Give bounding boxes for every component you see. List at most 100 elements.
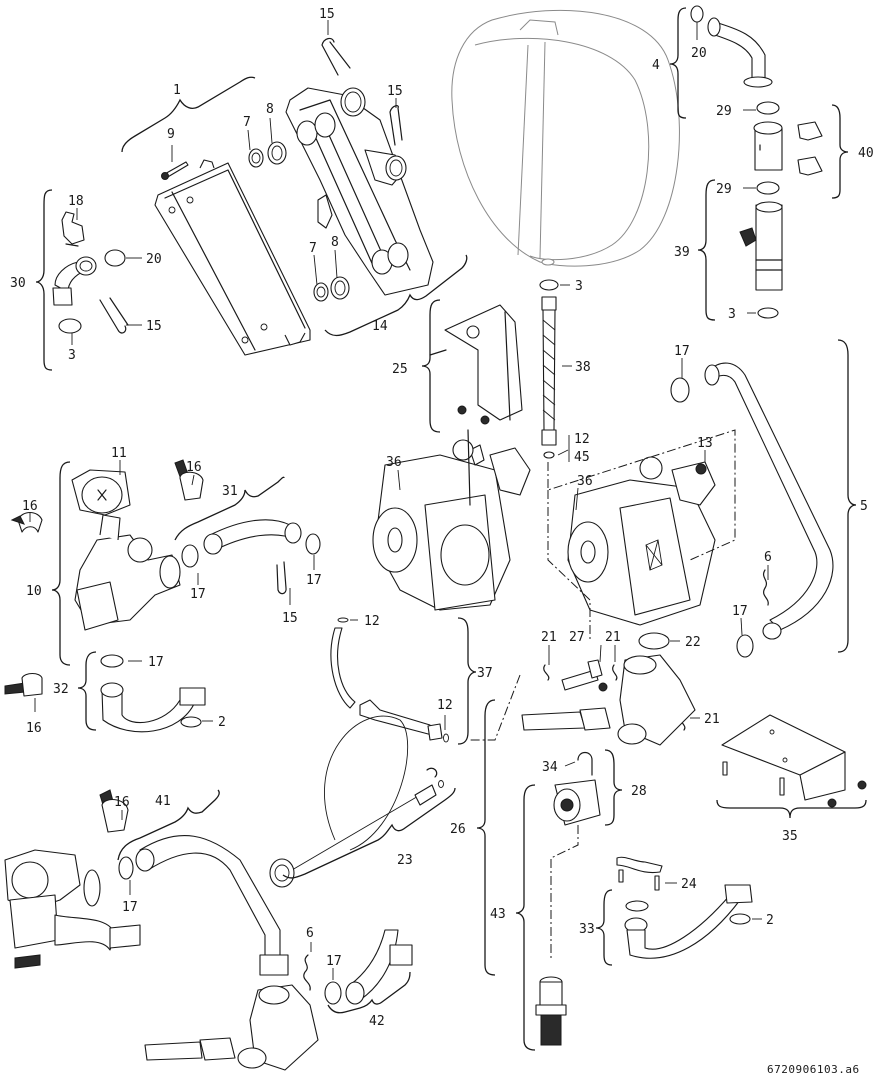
callout-7: 7 — [243, 115, 251, 130]
manifold-fitting-lower — [144, 984, 319, 1071]
diverter-motor — [71, 469, 131, 516]
clip-6-left — [303, 954, 311, 991]
callout-29: 29 — [716, 182, 732, 197]
callout-17: 17 — [122, 900, 138, 915]
callout-31: 31 — [222, 484, 238, 499]
callout-5: 5 — [860, 499, 868, 514]
callout-13: 13 — [697, 436, 713, 451]
pressure-gauge — [269, 715, 444, 888]
fill-valve-39 — [739, 201, 783, 291]
callout-45: 45 — [574, 450, 590, 465]
clip-16-a — [10, 511, 43, 533]
diverter-valve-lower — [4, 849, 141, 969]
callout-15: 15 — [387, 84, 403, 99]
callout-40: 40 — [858, 146, 874, 161]
pipe-37 — [330, 617, 449, 743]
assembly-line-pump — [547, 429, 736, 561]
callout-29: 29 — [716, 104, 732, 119]
gasket-17-42 — [324, 981, 342, 1005]
callout-9: 9 — [167, 127, 175, 142]
callout-15: 15 — [146, 319, 162, 334]
gasket-20-left — [104, 249, 126, 267]
callout-39: 39 — [674, 245, 690, 260]
callout-8: 8 — [266, 102, 274, 117]
callout-1: 1 — [173, 83, 181, 98]
callout-17: 17 — [148, 655, 164, 670]
callout-35: 35 — [782, 829, 798, 844]
pipe-32 — [100, 654, 206, 733]
callout-12: 12 — [364, 614, 380, 629]
callout-30: 30 — [10, 276, 26, 291]
pipe-33 — [624, 884, 753, 959]
clip-6-right — [762, 569, 769, 606]
pipe-41 — [118, 835, 289, 976]
callout-17: 17 — [326, 954, 342, 969]
callout-12: 12 — [437, 698, 453, 713]
flexible-hose — [541, 296, 557, 459]
leader-lines — [29, 20, 769, 980]
callout-labels: 1 9 7 8 7 8 15 15 14 18 20 30 15 3 20 4 … — [10, 7, 874, 1076]
bracket-24 — [616, 856, 663, 891]
screw-part-9 — [161, 161, 189, 180]
callout-2: 2 — [218, 715, 226, 730]
gasket-29-top — [756, 101, 780, 115]
callout-12: 12 — [574, 432, 590, 447]
callout-36: 36 — [577, 474, 593, 489]
callout-8: 8 — [331, 235, 339, 250]
elbow-fitting-30 — [52, 256, 97, 306]
callout-15: 15 — [319, 7, 335, 22]
callout-17: 17 — [306, 573, 322, 588]
callout-43: 43 — [490, 907, 506, 922]
callout-21: 21 — [605, 630, 621, 645]
callout-33: 33 — [579, 922, 595, 937]
callout-7: 7 — [309, 241, 317, 256]
callout-17: 17 — [674, 344, 690, 359]
callout-2: 2 — [766, 913, 774, 928]
mounting-bracket — [721, 714, 867, 808]
assembly-line-37 — [470, 674, 521, 741]
callout-17: 17 — [190, 587, 206, 602]
pump-right — [567, 456, 716, 626]
clip-16-c — [4, 672, 43, 697]
callout-41: 41 — [155, 794, 171, 809]
assembly-line-43 — [550, 825, 579, 960]
callout-23: 23 — [397, 853, 413, 868]
expansion-vessel — [451, 9, 680, 267]
callout-28: 28 — [631, 784, 647, 799]
callout-11: 11 — [111, 446, 127, 461]
callout-16: 16 — [26, 721, 42, 736]
callout-14: 14 — [372, 319, 388, 334]
callout-3: 3 — [68, 348, 76, 363]
gasket-17-31-right — [305, 533, 321, 555]
gasket-3-left — [58, 318, 82, 334]
gasket-3-right — [757, 307, 779, 319]
diverter-valve — [74, 514, 181, 631]
clip-34 — [577, 751, 593, 776]
gasket-29-bottom — [756, 181, 780, 195]
gasket-22 — [638, 632, 670, 650]
grouping-braces — [35, 7, 867, 1051]
callout-22: 22 — [685, 635, 701, 650]
safety-valve — [553, 779, 601, 826]
callout-27: 27 — [569, 630, 585, 645]
clip-16-b — [174, 459, 204, 501]
callout-20: 20 — [146, 252, 162, 267]
pipe-bend-long — [704, 362, 834, 640]
callout-20: 20 — [691, 46, 707, 61]
callout-16: 16 — [114, 795, 130, 810]
gasket-17-pipe5-top — [670, 377, 690, 403]
callout-38: 38 — [575, 360, 591, 375]
fitting-27 — [561, 659, 608, 692]
callout-3: 3 — [728, 307, 736, 322]
manifold-fitting-26 — [521, 654, 696, 746]
callout-4: 4 — [652, 58, 660, 73]
callout-21: 21 — [704, 712, 720, 727]
gasket-17-31-left — [181, 544, 199, 568]
callout-36: 36 — [386, 455, 402, 470]
gaskets-7-8 — [248, 141, 350, 302]
callout-18: 18 — [68, 194, 84, 209]
callout-6: 6 — [306, 926, 314, 941]
check-valve-40 — [753, 121, 823, 176]
callout-32: 32 — [53, 682, 69, 697]
